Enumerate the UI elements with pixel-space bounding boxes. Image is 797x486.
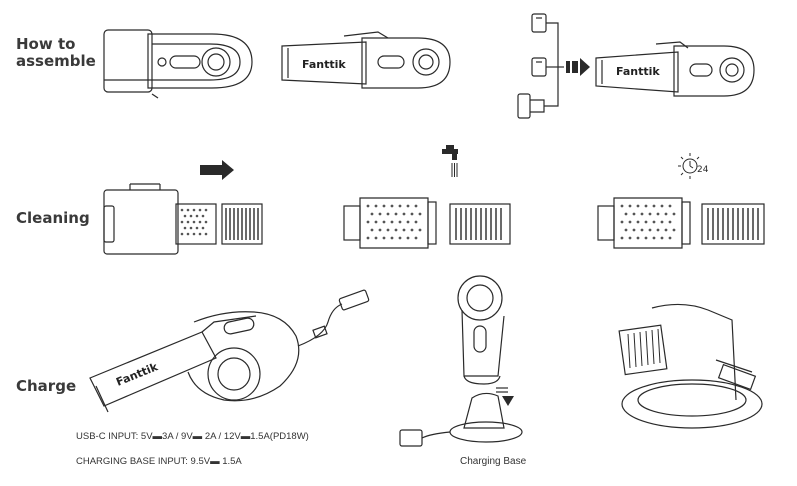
filter-washing-illustration xyxy=(343,197,511,249)
usb-c-input-spec: USB-C INPUT: 5V▬3A / 9V▬ 2A / 12V▬1.5A(P… xyxy=(76,431,309,442)
right-arrow-icon xyxy=(200,160,234,180)
faucet-icon xyxy=(442,145,458,177)
brand-logo-text-assembled: Fanttik xyxy=(616,65,660,78)
brand-logo-text: Fanttik xyxy=(302,58,346,71)
charging-base-input-spec: CHARGING BASE INPUT: 9.5V▬ 1.5A xyxy=(76,456,242,467)
base-standalone-illustration xyxy=(618,303,763,429)
charging-base-caption: Charging Base xyxy=(460,456,527,467)
attachments-assembly-illustration: Fanttik xyxy=(517,13,755,119)
assemble-title-line2: assemble xyxy=(16,52,96,70)
usb-c-charging-illustration: Fanttik xyxy=(89,289,370,413)
section-title-assemble: How to assemble xyxy=(16,36,96,70)
vacuum-with-nozzle-illustration: Fanttik xyxy=(281,31,451,89)
section-title-cleaning: Cleaning xyxy=(16,209,90,227)
filter-drying-illustration xyxy=(597,197,765,249)
assemble-title-line1: How to xyxy=(16,35,76,53)
charging-base-illustration xyxy=(399,275,523,447)
sun-dry-timer-icon: 24 xyxy=(678,153,709,179)
vacuum-body-illustration xyxy=(103,29,253,99)
section-title-charge: Charge xyxy=(16,377,77,395)
timer-hours-text: 24 xyxy=(697,165,709,175)
dustbin-removal-illustration xyxy=(103,183,263,255)
